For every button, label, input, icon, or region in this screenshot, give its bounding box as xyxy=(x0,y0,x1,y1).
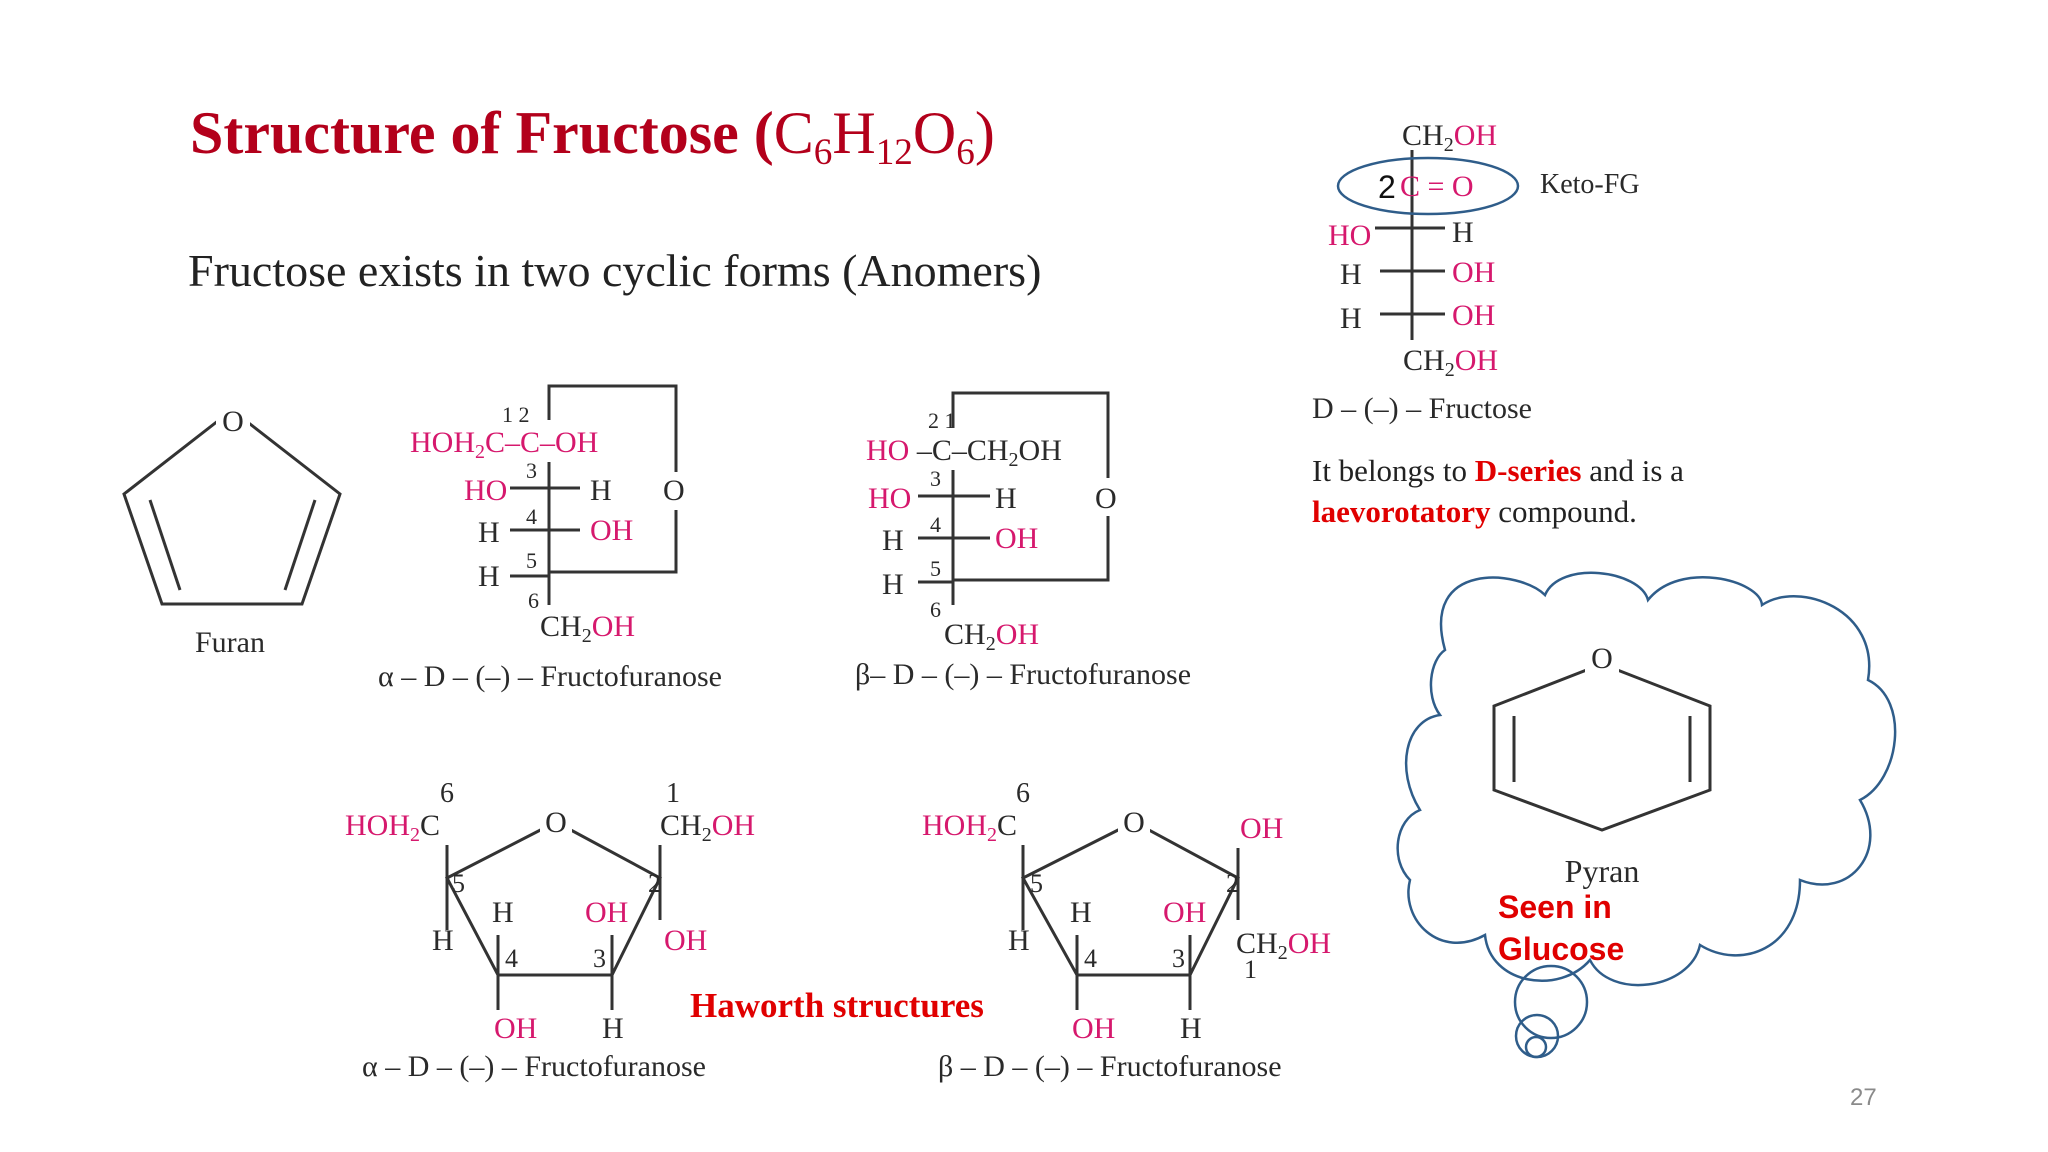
svg-text:5: 5 xyxy=(1030,869,1043,898)
haworth-beta-h5: H xyxy=(1008,924,1030,957)
svg-text:3: 3 xyxy=(593,944,606,973)
haworth-alpha-ring-o: O xyxy=(545,806,567,839)
haworth-beta-ring-o: O xyxy=(1123,806,1145,839)
svg-text:6: 6 xyxy=(440,778,454,809)
alpha-chain-bottom: CH2OH xyxy=(540,610,635,647)
slide-subtitle: Fructose exists in two cyclic forms (Ano… xyxy=(188,245,1042,296)
alpha-r3-right: H xyxy=(590,474,612,507)
haworth-beta-h4: H xyxy=(1070,896,1092,929)
alpha-r5-left: H xyxy=(478,560,500,593)
svg-text:4: 4 xyxy=(930,512,941,537)
fischer-r3-left: HO xyxy=(1328,219,1371,252)
haworth-alpha-h4: H xyxy=(492,896,514,929)
svg-text:6: 6 xyxy=(528,588,539,613)
fischer-ch2oh-top: CH2OH xyxy=(1402,119,1497,156)
haworth-alpha-oh2: OH xyxy=(664,924,707,957)
pyran-caption: Pyran xyxy=(1565,853,1640,889)
svg-text:4: 4 xyxy=(1084,944,1097,973)
fischer-r5-right: OH xyxy=(1452,299,1495,332)
haworth-beta-h3: H xyxy=(1180,1012,1202,1045)
fischer-carbon-number: 2 xyxy=(1378,169,1396,205)
haworth-alpha-h5: H xyxy=(432,924,454,957)
svg-text:6: 6 xyxy=(930,597,941,622)
haworth-beta-caption: β – D – (–) – Fructofuranose xyxy=(938,1050,1282,1083)
haworth-alpha-hoh2c: HOH2C xyxy=(345,809,440,846)
furan-caption: Furan xyxy=(195,626,265,659)
fischer-r4-left: H xyxy=(1340,258,1362,291)
svg-text:3: 3 xyxy=(526,458,537,483)
pyran-oxygen-label: O xyxy=(1591,642,1613,675)
thought-cloud xyxy=(1396,571,1897,1059)
fischer-carbonyl: C = O xyxy=(1400,170,1474,203)
svg-text:5: 5 xyxy=(452,869,465,898)
haworth-label: Haworth structures xyxy=(690,986,984,1025)
svg-text:2: 2 xyxy=(1226,869,1239,898)
svg-text:4: 4 xyxy=(526,504,537,529)
fischer-r5-left: H xyxy=(1340,302,1362,335)
alpha-r3-left: HO xyxy=(464,474,507,507)
fischer-r4-right: OH xyxy=(1452,256,1495,289)
haworth-beta-oh2: OH xyxy=(1240,812,1283,845)
fischer-caption: D – (–) – Fructose xyxy=(1312,392,1532,425)
page-number: 27 xyxy=(1850,1084,1877,1111)
alpha-ring-oxygen: O xyxy=(663,474,685,507)
fischer-projection: CH2OH 2 C = O Keto-FG HO H H OH H OH CH2… xyxy=(1312,119,1640,425)
beta-r3-right: H xyxy=(995,482,1017,515)
svg-text:2: 2 xyxy=(648,869,661,898)
haworth-beta: O 6 HOH2C 5 H OH 2 CH2OH 1 H 4 OH OH 3 H… xyxy=(922,778,1331,1083)
svg-text:1: 1 xyxy=(666,778,680,809)
beta-chain-caption: β– D – (–) – Fructofuranose xyxy=(855,658,1191,691)
beta-ring-oxygen: O xyxy=(1095,482,1117,515)
beta-r3-left: HO xyxy=(868,482,911,515)
haworth-alpha-oh3: OH xyxy=(585,896,628,929)
alpha-chain-caption: α – D – (–) – Fructofuranose xyxy=(378,660,722,693)
haworth-alpha-oh4: OH xyxy=(494,1012,537,1045)
haworth-beta-oh4: OH xyxy=(1072,1012,1115,1045)
beta-r4-right: OH xyxy=(995,522,1038,555)
alpha-chain-row1: HOH2C–C–OH xyxy=(410,426,598,463)
haworth-beta-oh3: OH xyxy=(1163,896,1206,929)
fischer-r3-right: H xyxy=(1452,216,1474,249)
haworth-alpha-h3: H xyxy=(602,1012,624,1045)
alpha-furanose-chain: 1 2 HOH2C–C–OH O 3 HO H 4 H OH 5 H 6 CH2… xyxy=(378,384,722,693)
haworth-alpha-caption: α – D – (–) – Fructofuranose xyxy=(362,1050,706,1083)
pyran-structure: O Pyran xyxy=(1492,640,1712,889)
haworth-alpha: O 6 HOH2C 5 H 1 CH2OH 2 OH H 4 OH OH 3 H… xyxy=(345,778,755,1083)
beta-furanose-chain: 2 1 HO –C–CH2OH O 3 HO H 4 H OH 5 H 6 CH… xyxy=(855,391,1191,691)
alpha-r4-right: OH xyxy=(590,514,633,547)
seen-in-glucose-note: Seen in Glucose xyxy=(1498,889,1625,967)
furan-oxygen-label: O xyxy=(222,405,244,438)
keto-fg-label: Keto-FG xyxy=(1540,169,1640,200)
fischer-ch2oh-bottom: CH2OH xyxy=(1403,344,1498,381)
alpha-chain-nums: 1 2 xyxy=(502,402,530,427)
beta-r4-left: H xyxy=(882,524,904,557)
svg-text:5: 5 xyxy=(526,548,537,573)
keto-highlight-ellipse xyxy=(1336,156,1520,216)
svg-text:1: 1 xyxy=(1244,955,1257,984)
svg-text:5: 5 xyxy=(930,556,941,581)
furan-structure: O Furan xyxy=(122,404,342,659)
svg-text:4: 4 xyxy=(505,944,518,973)
svg-text:3: 3 xyxy=(930,466,941,491)
beta-chain-row1: HO –C–CH2OH xyxy=(866,434,1062,471)
beta-r5-left: H xyxy=(882,568,904,601)
svg-text:3: 3 xyxy=(1172,944,1185,973)
haworth-alpha-ch2oh: CH2OH xyxy=(660,809,755,846)
beta-chain-nums: 2 1 xyxy=(928,408,956,433)
beta-chain-bottom: CH2OH xyxy=(944,618,1039,655)
slide-title: Structure of Fructose (C6H12O6) xyxy=(190,100,995,174)
svg-text:6: 6 xyxy=(1016,778,1030,809)
haworth-beta-hoh2c: HOH2C xyxy=(922,809,1017,846)
alpha-r4-left: H xyxy=(478,516,500,549)
